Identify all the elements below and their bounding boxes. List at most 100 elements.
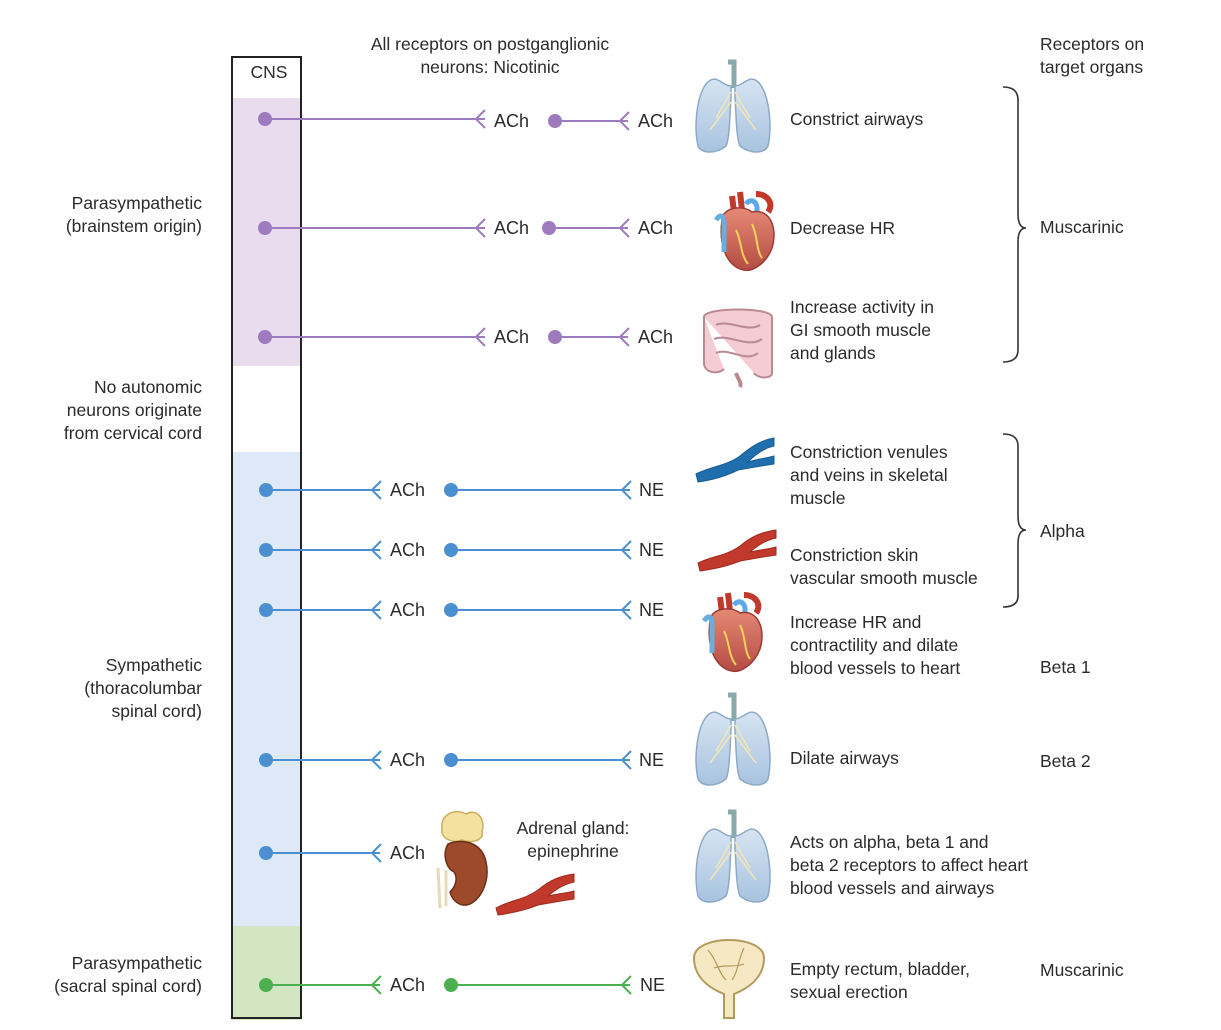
- effect-text: Constrict airways: [790, 109, 924, 129]
- adrenal-label-line1: Adrenal gland:: [516, 818, 630, 838]
- effect-text: Constriction venules: [790, 442, 948, 462]
- sympathetic-sublabel-1: (thoracolumbar: [84, 678, 202, 698]
- effect-text: and veins in skeletal: [790, 465, 948, 485]
- pre-neurotransmitter: ACh: [390, 750, 426, 770]
- pathway-8: [266, 843, 382, 863]
- preganglionic-soma: [258, 112, 272, 126]
- muscarinic-bracket: [1002, 86, 1027, 363]
- heart-icon: [713, 191, 775, 272]
- parasympathetic-sacral-sublabel: (sacral spinal cord): [54, 976, 202, 996]
- bladder-icon: [692, 939, 766, 1019]
- pathway-6: [266, 600, 632, 620]
- parasympathetic-brainstem-label: Parasympathetic: [71, 193, 202, 213]
- ganglionic-receptor-title-line1: All receptors on postganglionic: [370, 34, 610, 54]
- parasympathetic-brainstem-sublabel: (brainstem origin): [65, 216, 202, 236]
- preganglionic-soma: [259, 846, 273, 860]
- vein-icon: [695, 437, 775, 483]
- pre-neurotransmitter: ACh: [390, 480, 426, 500]
- pathway-3: [265, 327, 630, 347]
- post-neurotransmitter: NE: [639, 540, 665, 560]
- receptors-title-line2: target organs: [1040, 57, 1144, 77]
- pathway-1: [265, 109, 630, 131]
- lungs-icon: [695, 692, 771, 786]
- pathway-9: [266, 975, 632, 995]
- preganglionic-soma: [259, 603, 273, 617]
- receptor-beta2: Beta 2: [1040, 751, 1091, 771]
- pre-neurotransmitter: ACh: [494, 218, 530, 238]
- postganglionic-soma: [548, 114, 562, 128]
- cervical-note-line2: neurons originate: [66, 400, 202, 420]
- effect-text: Empty rectum, bladder,: [790, 959, 970, 979]
- receptor-beta1: Beta 1: [1040, 657, 1091, 677]
- effect-text: blood vessels and airways: [790, 878, 995, 898]
- pathway-5: [266, 540, 632, 560]
- effect-text: blood vessels to heart: [790, 658, 961, 678]
- sympathetic-label: Sympathetic: [105, 655, 202, 675]
- pathway-4: [266, 480, 632, 500]
- post-neurotransmitter: NE: [639, 750, 665, 770]
- postganglionic-soma: [444, 978, 458, 992]
- adrenal-gland-icon: [436, 810, 488, 909]
- cns-label: CNS: [250, 62, 288, 82]
- postganglionic-soma: [444, 753, 458, 767]
- preganglionic-soma: [259, 753, 273, 767]
- effect-text: Decrease HR: [790, 218, 896, 238]
- artery-icon: [697, 529, 777, 572]
- post-neurotransmitter: ACh: [638, 218, 674, 238]
- postganglionic-soma: [542, 221, 556, 235]
- heart-icon: [701, 592, 763, 673]
- parasympathetic-sacral-label: Parasympathetic: [71, 953, 202, 973]
- lungs-icon: [695, 809, 771, 903]
- preganglionic-soma: [259, 543, 273, 557]
- effect-text: sexual erection: [790, 982, 908, 1002]
- effect-text: vascular smooth muscle: [790, 568, 978, 588]
- pre-neurotransmitter: ACh: [494, 327, 530, 347]
- effect-text: and glands: [790, 343, 876, 363]
- postganglionic-soma: [444, 483, 458, 497]
- cns-column: [231, 56, 302, 1019]
- effect-text: beta 2 receptors to affect heart: [790, 855, 1029, 875]
- intestine-icon: [703, 308, 773, 388]
- preganglionic-soma: [259, 483, 273, 497]
- receptors-title-line1: Receptors on: [1040, 34, 1145, 54]
- effect-text: Increase activity in: [790, 297, 934, 317]
- receptor-alpha: Alpha: [1040, 521, 1085, 541]
- postganglionic-soma: [444, 543, 458, 557]
- postganglionic-soma: [444, 603, 458, 617]
- post-neurotransmitter: ACh: [638, 327, 674, 347]
- adrenal-label-line2: epinephrine: [527, 841, 619, 861]
- cervical-note-line3: from cervical cord: [63, 423, 202, 443]
- receptor-muscarinic: Muscarinic: [1040, 960, 1124, 980]
- preganglionic-soma: [259, 978, 273, 992]
- sacral-band: [232, 926, 302, 1020]
- effect-text: Acts on alpha, beta 1 and: [790, 832, 989, 852]
- receptor-muscarinic: Muscarinic: [1040, 217, 1124, 237]
- post-neurotransmitter: NE: [639, 600, 665, 620]
- cervical-note-line1: No autonomic: [94, 377, 202, 397]
- post-neurotransmitter: ACh: [638, 111, 674, 131]
- effect-text: GI smooth muscle: [790, 320, 932, 340]
- post-neurotransmitter: NE: [640, 975, 666, 995]
- pre-neurotransmitter: ACh: [390, 600, 426, 620]
- pathway-7: [266, 750, 632, 770]
- effect-text: muscle: [790, 488, 846, 508]
- alpha-bracket: [1002, 433, 1027, 608]
- artery-icon: [495, 873, 575, 916]
- effect-text: contractility and dilate: [790, 635, 959, 655]
- preganglionic-soma: [258, 330, 272, 344]
- preganglionic-soma: [258, 221, 272, 235]
- post-neurotransmitter: NE: [639, 480, 665, 500]
- pre-neurotransmitter: ACh: [390, 975, 426, 995]
- lungs-icon: [695, 59, 771, 153]
- effect-text: Increase HR and: [790, 612, 922, 632]
- sympathetic-sublabel-2: spinal cord): [111, 701, 202, 721]
- ganglionic-receptor-title-line2: neurons: Nicotinic: [420, 57, 560, 77]
- effect-text: Dilate airways: [790, 748, 899, 768]
- pre-neurotransmitter: ACh: [390, 843, 426, 863]
- postganglionic-soma: [548, 330, 562, 344]
- effect-text: Constriction skin: [790, 545, 919, 565]
- pre-neurotransmitter: ACh: [390, 540, 426, 560]
- pathway-2: [265, 218, 630, 238]
- pre-neurotransmitter: ACh: [494, 111, 530, 131]
